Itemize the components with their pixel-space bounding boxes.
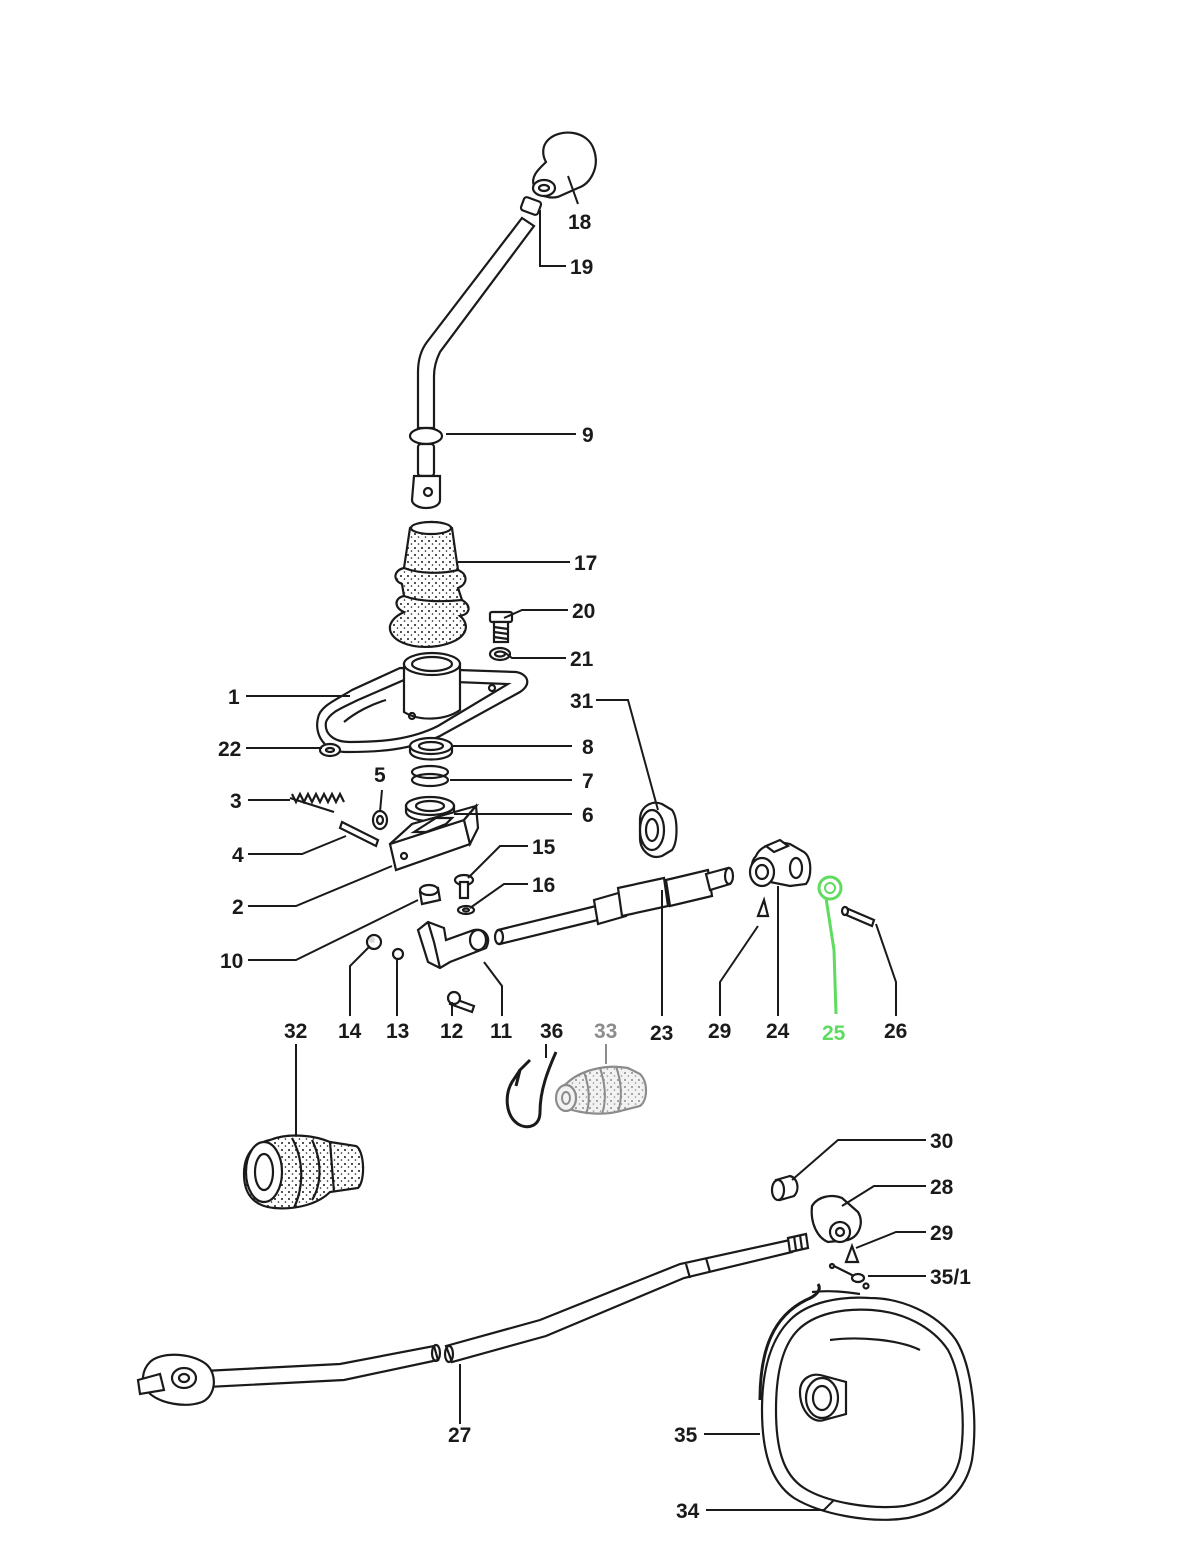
part-14-ball[interactable]: [365, 933, 383, 951]
label-17[interactable]: 17: [574, 552, 597, 575]
part-23-shift-rod[interactable]: [493, 866, 735, 946]
part-22-washer[interactable]: [318, 742, 342, 758]
label-3[interactable]: 3: [230, 790, 242, 813]
part-35-cover-housing[interactable]: [758, 1283, 976, 1521]
label-7[interactable]: 7: [582, 770, 594, 793]
label-22[interactable]: 22: [218, 738, 241, 761]
part-32-rubber-boot[interactable]: [242, 1134, 365, 1210]
part-8-bushing[interactable]: [408, 736, 454, 761]
label-19[interactable]: 19: [570, 256, 593, 279]
part-29-taper-pin-lower[interactable]: [844, 1242, 860, 1264]
part-28-rear-coupling[interactable]: [810, 1195, 862, 1244]
label-35[interactable]: 35: [674, 1424, 698, 1447]
part-12-screw[interactable]: [446, 990, 476, 1014]
label-24[interactable]: 24: [766, 1020, 790, 1043]
part-31-grommet[interactable]: [638, 801, 678, 858]
label-13[interactable]: 13: [386, 1020, 409, 1043]
part-number-labels: 18 19 9 17 20 21 1 31 22 8 5 7 3 6 15 4 …: [218, 211, 971, 1523]
label-5[interactable]: 5: [374, 764, 386, 787]
label-20[interactable]: 20: [572, 600, 595, 623]
label-4[interactable]: 4: [232, 844, 244, 867]
label-11[interactable]: 11: [490, 1020, 513, 1043]
part-11-shift-finger[interactable]: [416, 920, 490, 970]
part-19-clamp[interactable]: [519, 196, 543, 216]
label-21[interactable]: 21: [570, 648, 594, 671]
part-25-coupling-bushing[interactable]: [817, 875, 843, 901]
part-3-spring[interactable]: [289, 791, 345, 814]
part-13-ring[interactable]: [391, 947, 405, 961]
part-1-lever-housing[interactable]: [316, 651, 529, 754]
part-10-bushing[interactable]: [418, 883, 442, 906]
label-12[interactable]: 12: [440, 1020, 463, 1043]
label-2[interactable]: 2: [232, 896, 244, 919]
label-31[interactable]: 31: [570, 690, 594, 713]
label-33[interactable]: 33: [594, 1020, 617, 1043]
label-28[interactable]: 28: [930, 1176, 954, 1199]
label-29-upper[interactable]: 29: [708, 1020, 731, 1043]
part-33-rubber-boot[interactable]: [554, 1065, 648, 1115]
part-18-shift-knob[interactable]: [531, 131, 597, 199]
part-9-shift-lever[interactable]: [408, 216, 536, 510]
label-8[interactable]: 8: [582, 736, 594, 759]
part-24-coupling[interactable]: [748, 838, 812, 888]
part-15-screw[interactable]: [453, 873, 475, 900]
part-26-pin[interactable]: [840, 905, 876, 928]
label-34[interactable]: 34: [676, 1500, 700, 1523]
label-30[interactable]: 30: [930, 1130, 953, 1153]
label-36[interactable]: 36: [540, 1020, 563, 1043]
label-27[interactable]: 27: [448, 1424, 471, 1447]
part-35-1-clip[interactable]: [828, 1262, 870, 1290]
label-26[interactable]: 26: [884, 1020, 907, 1043]
label-35-1[interactable]: 35/1: [930, 1266, 971, 1289]
part-17-gaiter-boot[interactable]: [388, 520, 470, 648]
part-21-lock-washer[interactable]: [488, 646, 512, 662]
label-18[interactable]: 18: [568, 211, 592, 234]
label-14[interactable]: 14: [338, 1020, 362, 1043]
label-32[interactable]: 32: [284, 1020, 307, 1043]
label-1[interactable]: 1: [228, 686, 240, 709]
part-20-bolt[interactable]: [488, 610, 514, 644]
part-7-spring[interactable]: [410, 764, 450, 788]
label-10[interactable]: 10: [220, 950, 243, 973]
label-29-lower[interactable]: 29: [930, 1222, 953, 1245]
part-27-main-shift-rod[interactable]: [136, 1232, 810, 1406]
part-5-clip[interactable]: [371, 809, 389, 831]
part-30-bushing[interactable]: [770, 1174, 799, 1202]
label-6[interactable]: 6: [582, 804, 594, 827]
part-29-taper-pin-upper[interactable]: [756, 896, 770, 918]
label-25[interactable]: 25: [822, 1022, 846, 1045]
part-2-guide-block[interactable]: [388, 803, 480, 872]
label-16[interactable]: 16: [532, 874, 555, 897]
part-4-pin[interactable]: [338, 820, 380, 848]
label-15[interactable]: 15: [532, 836, 556, 859]
part-36-spring-clip[interactable]: [505, 1051, 558, 1129]
label-23[interactable]: 23: [650, 1022, 673, 1045]
label-9[interactable]: 9: [582, 424, 594, 447]
leader-lines: [246, 175, 926, 1511]
